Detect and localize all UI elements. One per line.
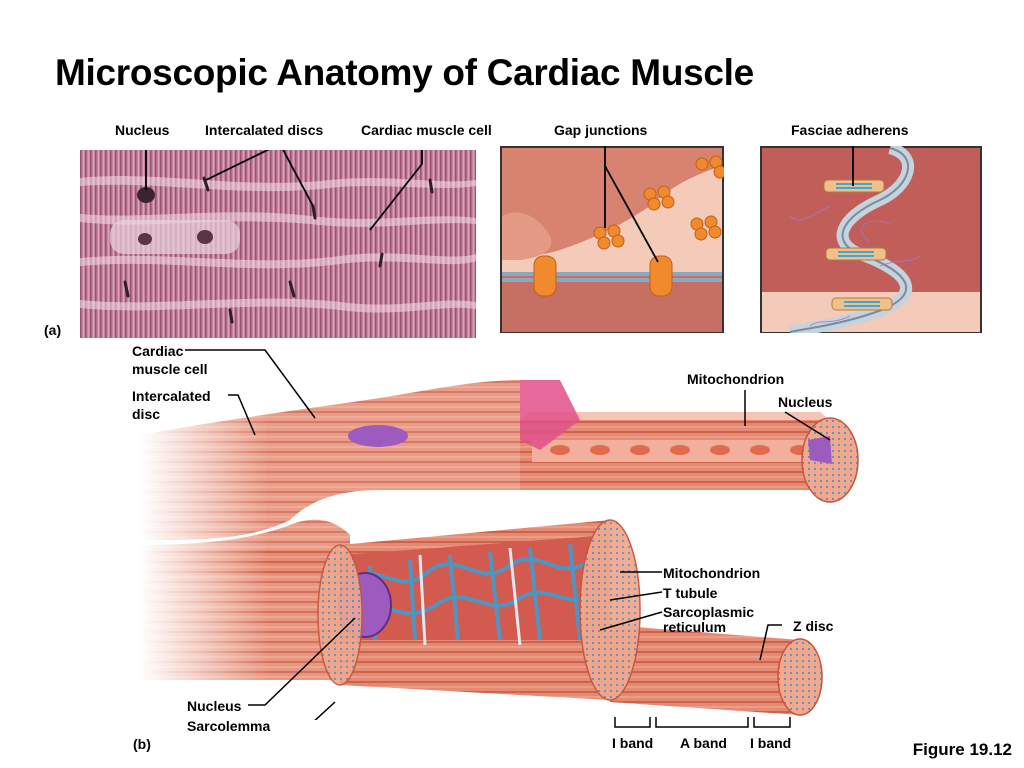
label-mitochondrion-top: Mitochondrion: [687, 371, 785, 387]
label-a-band: A band: [680, 735, 727, 751]
label-z-disc: Z disc: [793, 618, 834, 634]
label-cardiac-muscle-cell-2: muscle cell: [132, 361, 208, 377]
micrograph-panel: [80, 150, 476, 338]
label-nucleus-bottom: Nucleus: [187, 698, 242, 714]
label-t-tubule: T tubule: [663, 585, 718, 601]
label-intercalated-discs: Intercalated discs: [205, 122, 324, 138]
panel-a-letter: (a): [44, 322, 62, 338]
label-intercalated-disc-2: disc: [132, 406, 161, 422]
label-i-band-left: I band: [612, 735, 654, 751]
label-cardiac-muscle-cell: Cardiac muscle cell: [361, 122, 492, 138]
label-i-band-right: I band: [750, 735, 792, 751]
label-sarcoplasmic-reticulum-2: reticulum: [663, 619, 727, 635]
gap-junctions-panel: [500, 146, 724, 333]
band-brackets: [614, 717, 791, 728]
label-cardiac-muscle-cell-1: Cardiac: [132, 343, 184, 359]
label-nucleus: Nucleus: [115, 122, 170, 138]
label-sarcoplasmic-reticulum-1: Sarcoplasmic: [663, 604, 755, 620]
micrograph-nucleus: [137, 187, 155, 203]
panel-b-letter: (b): [133, 736, 151, 752]
label-sarcolemma: Sarcolemma: [187, 718, 271, 734]
slide-title: Microscopic Anatomy of Cardiac Muscle: [55, 52, 754, 93]
label-intercalated-disc-1: Intercalated: [132, 388, 211, 404]
gap-junction-channel: [533, 255, 557, 297]
label-gap-junctions: Gap junctions: [554, 122, 648, 138]
label-mitochondrion: Mitochondrion: [663, 565, 761, 581]
cardiac-cell-illustration: [140, 340, 860, 720]
label-fasciae-adherens: Fasciae adherens: [791, 122, 909, 138]
fasciae-adherens-junctions: [836, 183, 880, 307]
fasciae-adherens-panel: [760, 146, 982, 333]
label-nucleus-top: Nucleus: [778, 394, 833, 410]
figure-number: Figure 19.12: [912, 740, 1012, 759]
